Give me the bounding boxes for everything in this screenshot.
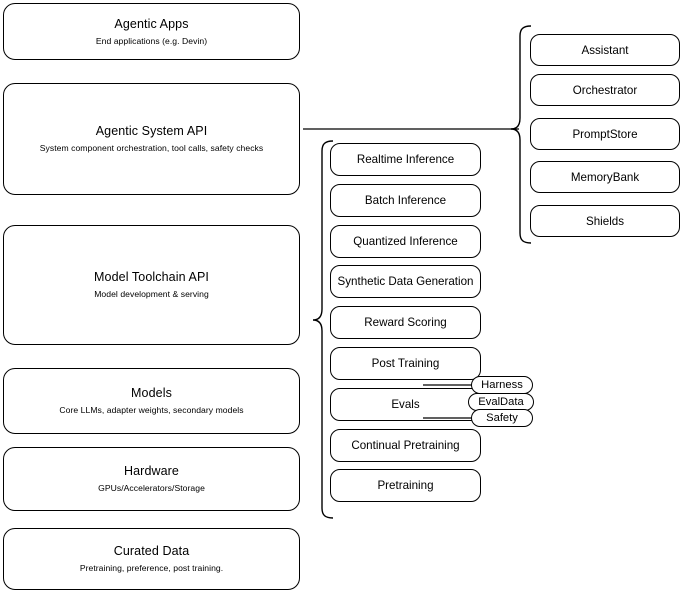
layer-subtitle: End applications (e.g. Devin)	[95, 35, 208, 46]
capability-synthetic-data-generation[interactable]: Synthetic Data Generation	[330, 265, 481, 298]
capability-label: Realtime Inference	[356, 153, 455, 166]
system-component-orchestrator[interactable]: Orchestrator	[530, 74, 680, 106]
layer-subtitle: Model development & serving	[94, 289, 209, 300]
capability-post-training[interactable]: Post Training	[330, 347, 481, 380]
layer-title: Curated Data	[113, 544, 190, 559]
layer-title: Agentic Apps	[114, 16, 189, 31]
layer-title: Hardware	[124, 464, 179, 479]
eval-subcomponent-label: Harness	[481, 379, 523, 391]
eval-subcomponent-harness[interactable]: Harness	[471, 376, 533, 394]
layer-subtitle: GPUs/Accelerators/Storage	[98, 483, 205, 494]
layer-subtitle: System component orchestration, tool cal…	[39, 143, 264, 154]
capability-label: Batch Inference	[364, 194, 447, 207]
capability-pretraining[interactable]: Pretraining	[330, 469, 481, 502]
stack-layer-agentic-system-api[interactable]: Agentic System API System component orch…	[3, 83, 300, 195]
stack-layer-model-toolchain-api[interactable]: Model Toolchain API Model development & …	[3, 225, 300, 345]
eval-subcomponent-label: Safety	[486, 412, 518, 424]
layer-subtitle: Core LLMs, adapter weights, secondary mo…	[59, 405, 244, 416]
layer-title: Models	[131, 386, 172, 401]
capability-quantized-inference[interactable]: Quantized Inference	[330, 225, 481, 258]
system-component-label: Assistant	[581, 43, 629, 57]
capability-label: Reward Scoring	[364, 316, 447, 329]
brace-system-components	[510, 25, 532, 244]
system-component-label: Orchestrator	[572, 83, 638, 97]
system-component-promptstore[interactable]: PromptStore	[530, 118, 680, 150]
stack-layer-models[interactable]: Models Core LLMs, adapter weights, secon…	[3, 368, 300, 434]
eval-subcomponent-safety[interactable]: Safety	[471, 409, 533, 427]
capability-evals[interactable]: Evals	[330, 388, 481, 421]
capability-label: Quantized Inference	[353, 235, 458, 248]
layer-subtitle: Pretraining, preference, post training.	[79, 563, 224, 574]
eval-subcomponent-label: EvalData	[478, 396, 524, 408]
layer-title: Agentic System API	[95, 124, 208, 139]
system-component-label: Shields	[585, 214, 625, 228]
capability-batch-inference[interactable]: Batch Inference	[330, 184, 481, 217]
system-component-label: MemoryBank	[570, 170, 640, 184]
capability-label: Continual Pretraining	[351, 439, 460, 452]
system-component-memorybank[interactable]: MemoryBank	[530, 161, 680, 193]
capability-label: Pretraining	[377, 479, 434, 492]
capability-label: Evals	[391, 398, 420, 411]
stack-layer-hardware[interactable]: Hardware GPUs/Accelerators/Storage	[3, 447, 300, 511]
capability-continual-pretraining[interactable]: Continual Pretraining	[330, 429, 481, 462]
capability-label: Synthetic Data Generation	[337, 275, 474, 288]
capability-reward-scoring[interactable]: Reward Scoring	[330, 306, 481, 339]
stack-layer-curated-data[interactable]: Curated Data Pretraining, preference, po…	[3, 528, 300, 590]
capability-realtime-inference[interactable]: Realtime Inference	[330, 143, 481, 176]
stack-layer-agentic-apps[interactable]: Agentic Apps End applications (e.g. Devi…	[3, 3, 300, 60]
system-component-label: PromptStore	[572, 127, 638, 141]
eval-subcomponent-evaldata[interactable]: EvalData	[468, 393, 534, 411]
capability-label: Post Training	[371, 357, 440, 370]
layer-title: Model Toolchain API	[94, 270, 209, 285]
system-component-shields[interactable]: Shields	[530, 205, 680, 237]
system-component-assistant[interactable]: Assistant	[530, 34, 680, 66]
